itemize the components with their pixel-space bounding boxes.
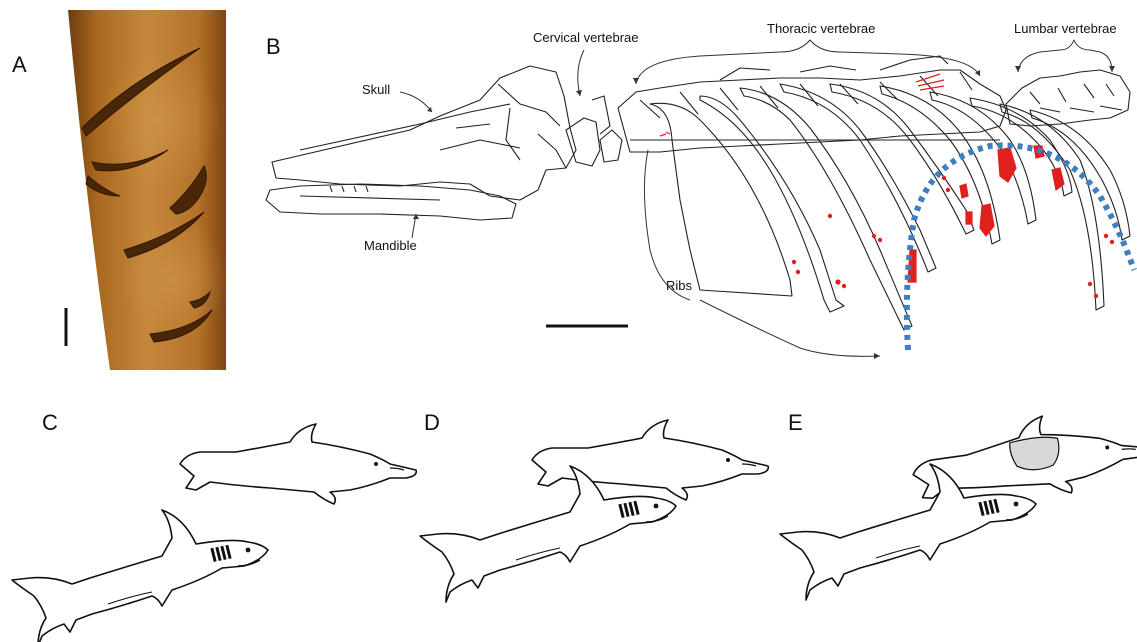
panel-d-drawing: [420, 420, 768, 602]
shark-icon: [12, 510, 268, 642]
dolphin-icon: [532, 420, 768, 500]
panel-e-drawing: [780, 402, 1137, 600]
panel-c-drawing: [12, 424, 416, 642]
dolphin-icon: [180, 424, 416, 504]
